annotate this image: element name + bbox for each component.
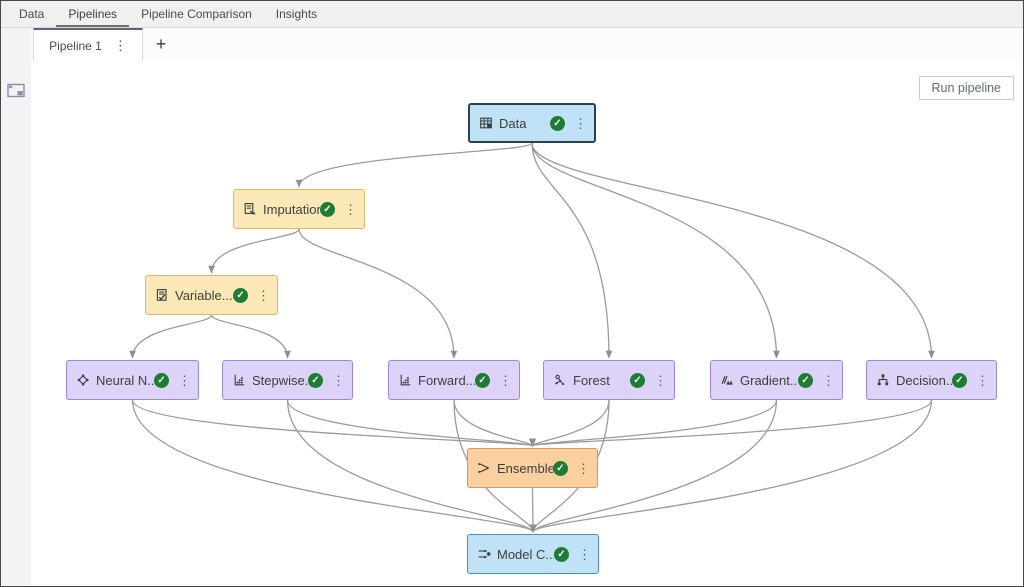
- status-complete-icon: ✓: [154, 372, 169, 388]
- node-menu-button[interactable]: ⋮: [577, 460, 590, 476]
- run-pipeline-button[interactable]: Run pipeline: [918, 76, 1014, 100]
- node-menu-button[interactable]: ⋮: [499, 372, 512, 388]
- pipeline-edge-variable_selection-to-stepwise: [210, 314, 291, 359]
- pipeline-node-forward[interactable]: Forward...✓ ⋮: [388, 360, 520, 400]
- node-menu-button[interactable]: ⋮: [344, 201, 357, 217]
- pipeline-canvas[interactable]: Data✓⋮Imputation✓⋮Variable...✓⋮Neural N.…: [31, 61, 1023, 586]
- ensemble-icon: [476, 461, 491, 476]
- pipeline-edge-data-to-forest: [531, 142, 613, 359]
- status-complete-icon: ✓: [233, 287, 248, 303]
- node-label: Ensemble: [497, 460, 553, 476]
- node-menu-button[interactable]: ⋮: [574, 115, 587, 131]
- left-rail: [1, 28, 31, 586]
- tab-data[interactable]: Data: [19, 7, 45, 21]
- pipeline-edge-ensemble-to-model_comparison: [529, 487, 537, 533]
- node-label: Variable...: [175, 287, 233, 303]
- node-menu-button[interactable]: ⋮: [578, 546, 591, 562]
- node-menu-button[interactable]: ⋮: [257, 287, 270, 303]
- pipeline-edge-data-to-imputation: [295, 142, 533, 188]
- pipeline-edge-decision_tree-to-model_comparison: [529, 399, 933, 533]
- status-complete-icon: ✓: [320, 201, 335, 217]
- pipeline-node-data[interactable]: Data ✓ ⋮: [468, 103, 596, 143]
- status-complete-icon: ✓: [553, 460, 568, 476]
- tab-insights[interactable]: Insights: [275, 7, 318, 21]
- gradient-boosting-icon: [719, 373, 734, 388]
- status-complete-icon: ✓: [798, 372, 813, 388]
- node-label: Data: [499, 115, 527, 131]
- pipeline-node-imputation[interactable]: Imputation✓ ⋮: [233, 189, 365, 229]
- pipeline-node-stepwise[interactable]: Stepwise...✓ ⋮: [222, 360, 353, 400]
- pipeline-tab-bar: Pipeline 1 ⋮ +: [31, 28, 1023, 61]
- data-table-icon: [478, 116, 493, 131]
- node-label: Forward...: [418, 372, 475, 388]
- pipeline-node-forest[interactable]: Forest ✓ ⋮: [543, 360, 675, 400]
- variable-selection-icon: [154, 288, 169, 303]
- node-label: Imputation: [263, 201, 320, 217]
- node-label: Stepwise...: [252, 372, 308, 388]
- node-label: Forest: [573, 372, 610, 388]
- node-label: Decision...: [896, 372, 952, 388]
- pipeline-edge-gradient_boosting-to-model_comparison: [529, 399, 778, 533]
- regression-chart-icon: [397, 373, 412, 388]
- node-menu-button[interactable]: ⋮: [178, 372, 191, 388]
- status-complete-icon: ✓: [554, 546, 569, 562]
- status-complete-icon: ✓: [952, 372, 967, 388]
- pipeline-edge-imputation-to-variable_selection: [208, 228, 300, 274]
- pipeline-node-ensemble[interactable]: Ensemble✓ ⋮: [467, 448, 598, 488]
- pipeline-tab-menu-button[interactable]: ⋮: [113, 37, 127, 53]
- status-complete-icon: ✓: [475, 372, 490, 388]
- tab-pipeline-comparison[interactable]: Pipeline Comparison: [141, 7, 252, 21]
- pipeline-edge-variable_selection-to-neural_network: [129, 314, 213, 359]
- node-menu-button[interactable]: ⋮: [332, 372, 345, 388]
- pipeline-tab-label: Pipeline 1: [49, 38, 102, 53]
- imputation-icon: [242, 202, 257, 217]
- pipeline-edge-data-to-decision_tree: [531, 142, 935, 359]
- forest-icon: [552, 373, 567, 388]
- pipeline-edge-stepwise-to-ensemble: [286, 399, 536, 447]
- pipeline-node-neural_network[interactable]: Neural N...✓ ⋮: [66, 360, 199, 400]
- decision-tree-icon: [875, 373, 890, 388]
- tab-pipelines[interactable]: Pipelines: [56, 1, 130, 27]
- node-label: Gradient...: [740, 372, 798, 388]
- pipeline-node-model_comparison[interactable]: Model C...✓ ⋮: [467, 534, 599, 574]
- node-label: Model C...: [497, 546, 554, 562]
- primary-tab-bar: Data Pipelines Pipeline Comparison Insights: [1, 1, 1023, 28]
- panel-toggle-icon[interactable]: [6, 83, 26, 98]
- pipeline-node-gradient_boosting[interactable]: Gradient...✓ ⋮: [710, 360, 843, 400]
- status-complete-icon: ✓: [308, 372, 323, 388]
- model-comparison-icon: [476, 547, 491, 562]
- pipeline-node-decision_tree[interactable]: Decision...✓ ⋮: [866, 360, 997, 400]
- pipeline-node-variable_selection[interactable]: Variable...✓ ⋮: [145, 275, 278, 315]
- tab-pipeline-1[interactable]: Pipeline 1 ⋮: [33, 28, 143, 61]
- node-menu-button[interactable]: ⋮: [654, 372, 667, 388]
- regression-chart-icon: [231, 373, 246, 388]
- pipeline-edge-data-to-gradient_boosting: [531, 142, 780, 359]
- edge-layer: [129, 142, 935, 533]
- status-complete-icon: ✓: [630, 372, 645, 388]
- node-menu-button[interactable]: ⋮: [822, 372, 835, 388]
- node-menu-button[interactable]: ⋮: [976, 372, 989, 388]
- pipeline-edge-imputation-to-forward: [298, 228, 458, 359]
- pipeline-edge-neural_network-to-model_comparison: [131, 399, 537, 533]
- pipeline-edge-neural_network-to-ensemble: [131, 399, 536, 447]
- pipeline-edge-stepwise-to-model_comparison: [286, 399, 537, 533]
- pipeline-edge-decision_tree-to-ensemble: [529, 399, 933, 447]
- add-pipeline-button[interactable]: +: [155, 34, 167, 54]
- node-label: Neural N...: [96, 372, 154, 388]
- status-complete-icon: ✓: [550, 115, 565, 131]
- neural-network-icon: [75, 373, 90, 388]
